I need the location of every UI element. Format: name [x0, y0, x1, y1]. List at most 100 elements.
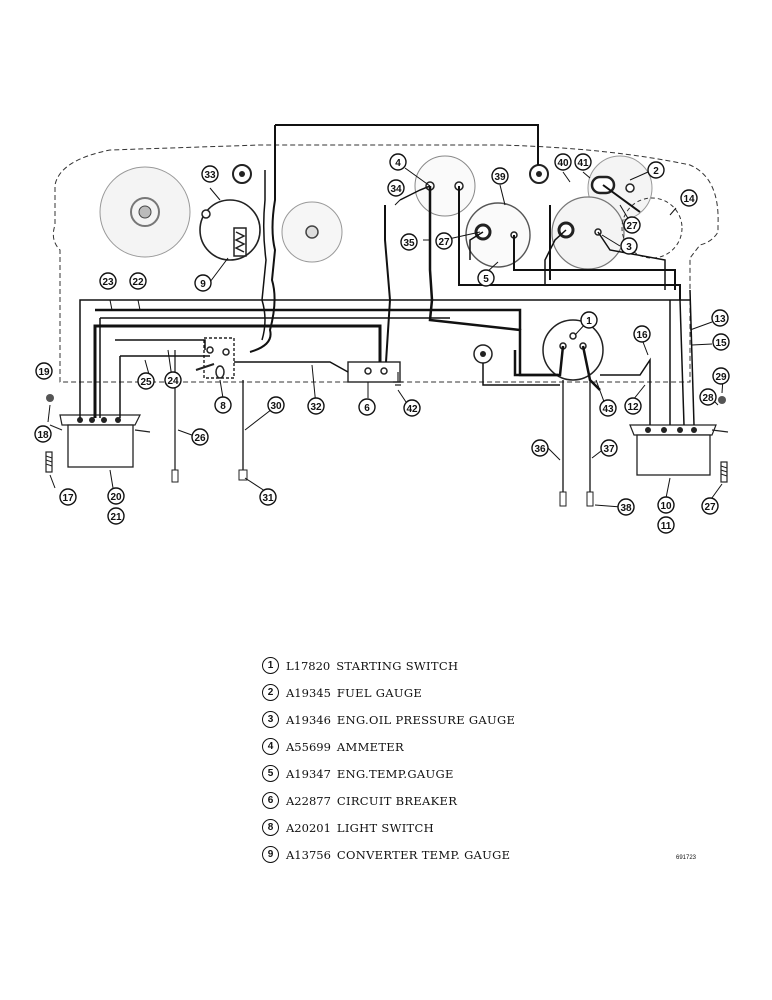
svg-text:10: 10 [660, 501, 672, 512]
callout-35: 35 [400, 233, 418, 251]
callout-43: 43 [599, 399, 617, 417]
washer-left [46, 394, 54, 402]
legend-number: 3 [262, 711, 279, 728]
terminal-31 [238, 469, 248, 481]
svg-text:27: 27 [626, 221, 638, 232]
legend-row: 5 A19347 ENG.TEMP.GAUGE [262, 760, 602, 787]
engine-temp-gauge [465, 202, 531, 268]
callout-27-panel: 27 [623, 216, 641, 234]
terminal-36 [559, 491, 567, 507]
svg-text:36: 36 [534, 444, 546, 455]
callout-31: 31 [259, 488, 277, 506]
svg-text:1: 1 [586, 316, 592, 327]
legend-description: FUEL GAUGE [336, 685, 423, 700]
svg-text:20: 20 [110, 492, 122, 503]
legend-description: AMMETER [336, 739, 404, 754]
svg-text:9: 9 [200, 279, 206, 290]
callout-23: 23 [99, 272, 117, 290]
legend-description: STARTING SWITCH [336, 658, 459, 673]
svg-text:8: 8 [220, 401, 226, 412]
svg-text:24: 24 [167, 376, 179, 387]
svg-text:16: 16 [636, 330, 648, 341]
callout-6: 6 [358, 398, 376, 416]
svg-text:5: 5 [483, 274, 489, 285]
callout-19: 19 [35, 362, 53, 380]
battery-left [49, 414, 151, 468]
legend-number: 2 [262, 684, 279, 701]
svg-text:32: 32 [310, 402, 322, 413]
signal-lamp [529, 164, 549, 184]
callout-15: 15 [712, 333, 730, 351]
svg-text:11: 11 [661, 521, 672, 532]
pilot-lamp [473, 344, 493, 364]
svg-text:28: 28 [702, 393, 714, 404]
bolt-left [45, 451, 53, 473]
callout-21: 21 [107, 507, 125, 525]
callout-28: 28 [699, 388, 717, 406]
svg-text:26: 26 [194, 433, 206, 444]
svg-text:31: 31 [262, 493, 274, 504]
legend-part-number: L17820 [286, 658, 331, 673]
wiring-diagram: 1 2 3 4 5 6 8 9 10 11 12 13 14 15 16 17 … [34, 124, 730, 534]
svg-text:30: 30 [270, 401, 282, 412]
legend-description: CONVERTER TEMP. GAUGE [336, 847, 511, 862]
svg-text:4: 4 [395, 158, 401, 169]
legend-description: CIRCUIT BREAKER [336, 793, 458, 808]
legend-part-number: A19347 [286, 766, 331, 781]
indicator-lamp [232, 164, 252, 184]
callout-11: 11 [657, 516, 675, 534]
callout-10: 10 [657, 496, 675, 514]
svg-text:3: 3 [626, 242, 632, 253]
legend-description: ENG.OIL PRESSURE GAUGE [336, 712, 516, 727]
callout-22: 22 [129, 272, 147, 290]
callout-13: 13 [711, 309, 729, 327]
svg-text:38: 38 [620, 503, 632, 514]
legend-number: 8 [262, 819, 279, 836]
svg-text:15: 15 [715, 338, 727, 349]
callout-27-bolt: 27 [701, 497, 719, 515]
callout-14: 14 [680, 189, 698, 207]
svg-text:27: 27 [704, 502, 716, 513]
center-gauge [281, 201, 343, 263]
callout-20: 20 [107, 487, 125, 505]
svg-text:43: 43 [602, 404, 614, 415]
legend-number: 1 [262, 657, 279, 674]
callout-16: 16 [633, 325, 651, 343]
figure-id: 691723 [676, 855, 697, 861]
callout-5: 5 [477, 269, 495, 287]
legend-part-number: A55699 [286, 739, 331, 754]
svg-text:33: 33 [204, 170, 216, 181]
ammeter [414, 155, 476, 217]
legend-description: ENG.TEMP.GAUGE [336, 766, 454, 781]
callout-38: 38 [617, 498, 635, 516]
svg-text:34: 34 [390, 184, 402, 195]
legend-number: 5 [262, 765, 279, 782]
legend-description: LIGHT SWITCH [336, 820, 434, 835]
callout-9: 9 [194, 274, 212, 292]
svg-text:37: 37 [603, 444, 615, 455]
callout-30: 30 [267, 396, 285, 414]
svg-text:27: 27 [438, 237, 450, 248]
circuit-breaker [347, 361, 403, 386]
svg-text:29: 29 [715, 372, 727, 383]
callout-1: 1 [580, 311, 598, 329]
terminal-38 [586, 491, 594, 507]
legend-part-number: A19346 [286, 712, 331, 727]
callout-29: 29 [712, 367, 730, 385]
svg-text:18: 18 [37, 430, 49, 441]
callout-2: 2 [647, 161, 665, 179]
callout-33: 33 [201, 165, 219, 183]
starting-switch [542, 319, 604, 381]
callout-34: 34 [387, 179, 405, 197]
callout-41: 41 [574, 153, 592, 171]
legend-row: 3 A19346 ENG.OIL PRESSURE GAUGE [262, 706, 602, 733]
legend-part-number: A13756 [286, 847, 331, 862]
svg-text:39: 39 [494, 172, 506, 183]
svg-text:21: 21 [110, 512, 122, 523]
svg-text:2: 2 [653, 166, 659, 177]
